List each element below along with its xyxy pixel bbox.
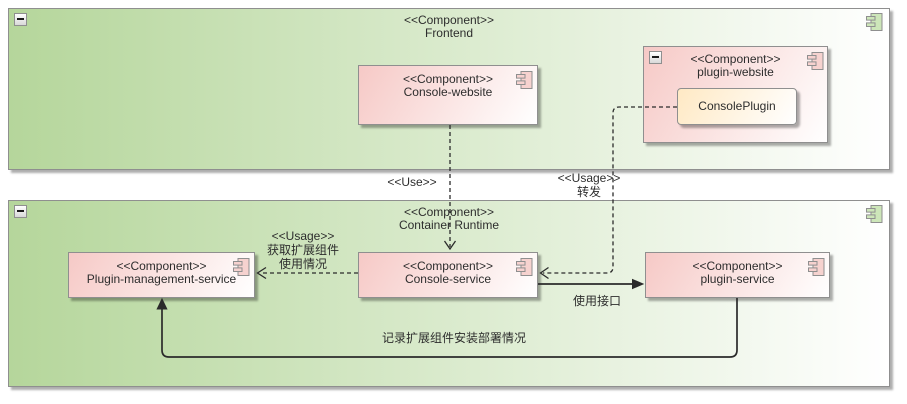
console-website-stereotype: <<Component>>	[402, 72, 494, 86]
minus-icon	[652, 56, 659, 58]
frontend-title: <<Component>> Frontend	[9, 14, 889, 40]
record-install-edge-label[interactable]: 记录扩展组件安装部署情况	[381, 331, 526, 345]
component-icon	[866, 13, 883, 31]
plugin-service-stereotype: <<Component>>	[692, 259, 783, 273]
console-website-name: Console-website	[403, 85, 493, 99]
component-icon	[516, 258, 533, 276]
plugin-service-box[interactable]: <<Component>> plugin-service	[645, 252, 830, 298]
plugin-website-stereotype: <<Component>>	[690, 52, 781, 66]
container-runtime-stereotype: <<Component>>	[403, 205, 495, 219]
minus-icon	[17, 18, 24, 20]
component-icon	[233, 258, 250, 276]
collapse-button-runtime[interactable]	[14, 205, 27, 218]
plugin-service-name: plugin-service	[700, 272, 775, 286]
console-service-box[interactable]: <<Component>> Console-service	[358, 252, 538, 298]
component-icon	[808, 258, 825, 276]
console-website-box[interactable]: <<Component>> Console-website	[358, 65, 538, 125]
component-icon	[866, 205, 883, 223]
plugin-management-service-name: Plugin-management-service	[86, 272, 237, 286]
collapse-button-plugin-website[interactable]	[649, 51, 662, 64]
frontend-name: Frontend	[424, 26, 474, 40]
use-edge-label[interactable]: <<Use>>	[387, 175, 437, 189]
console-plugin-box[interactable]: ConsolePlugin	[677, 88, 797, 125]
console-service-stereotype: <<Component>>	[402, 259, 494, 273]
component-icon	[516, 71, 533, 89]
container-runtime-title: <<Component>> Container Runtime	[9, 206, 889, 232]
forward-edge-label[interactable]: <<Usage>> 转发	[557, 171, 621, 199]
collapse-button-frontend[interactable]	[14, 13, 27, 26]
component-icon	[807, 52, 824, 70]
plugin-management-service-box[interactable]: <<Component>> Plugin-management-service	[68, 252, 255, 298]
use-interface-edge-label[interactable]: 使用接口	[572, 294, 621, 308]
console-service-name: Console-service	[404, 272, 492, 286]
console-plugin-name: ConsolePlugin	[698, 99, 776, 113]
get-usage-edge-label[interactable]: <<Usage>> 获取扩展组件 使用情况	[266, 229, 339, 271]
minus-icon	[17, 210, 24, 212]
plugin-management-service-stereotype: <<Component>>	[116, 259, 207, 273]
plugin-website-name: plugin-website	[697, 65, 774, 79]
container-runtime-name: Container Runtime	[398, 218, 500, 232]
frontend-stereotype: <<Component>>	[403, 13, 495, 27]
